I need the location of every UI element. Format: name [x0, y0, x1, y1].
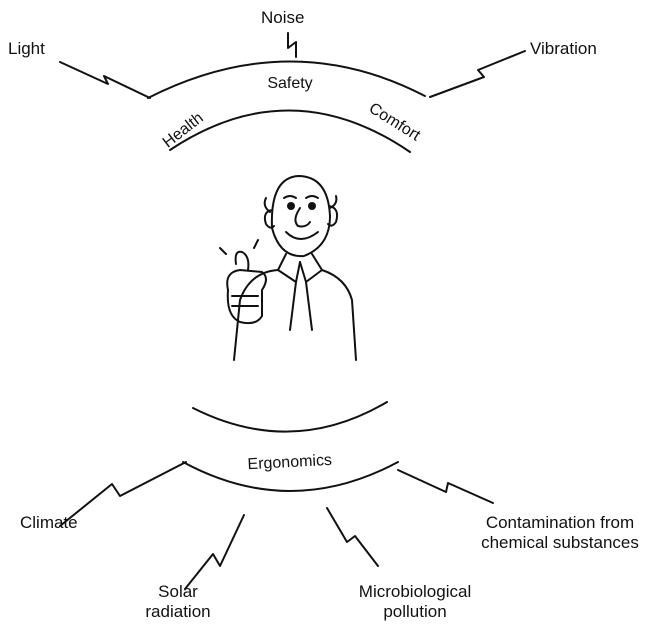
noise-label: Noise — [261, 8, 305, 27]
contamination-line-2: chemical substances — [481, 533, 639, 552]
upper-arc-outer — [147, 60, 426, 99]
health-label: Health — [160, 110, 207, 152]
vibration-label: Vibration — [530, 39, 597, 58]
microbiological-pollution-label: Microbiological pollution — [340, 582, 490, 622]
zigzag-noise — [287, 32, 297, 58]
contamination-line-1: Contamination from — [485, 513, 635, 532]
man-illustration — [219, 175, 357, 361]
upper-arc-inner — [169, 109, 411, 153]
safety-label: Safety — [267, 75, 312, 92]
zigzag-light — [59, 61, 151, 99]
lower-arc-inner — [192, 401, 388, 433]
ergonomics-label: Ergonomics — [247, 452, 332, 473]
lower-arc-outer — [182, 461, 399, 492]
zigzag-solar — [184, 514, 245, 590]
zigzag-contamination — [397, 469, 494, 504]
comfort-label: Comfort — [366, 100, 424, 145]
light-label: Light — [8, 39, 45, 58]
solar-radiation-label: Solar radiation — [128, 582, 228, 622]
microbiological-line-2: pollution — [383, 602, 447, 621]
solar-radiation-line-2: radiation — [145, 602, 211, 621]
climate-label: Climate — [20, 513, 78, 532]
microbiological-line-1: Microbiological — [358, 582, 472, 601]
contamination-label: Contamination from chemical substances — [470, 513, 650, 553]
zigzag-vibration — [429, 50, 526, 98]
zigzag-climate — [59, 461, 187, 527]
solar-radiation-line-1: Solar — [158, 582, 198, 601]
zigzag-microbio — [326, 507, 379, 567]
